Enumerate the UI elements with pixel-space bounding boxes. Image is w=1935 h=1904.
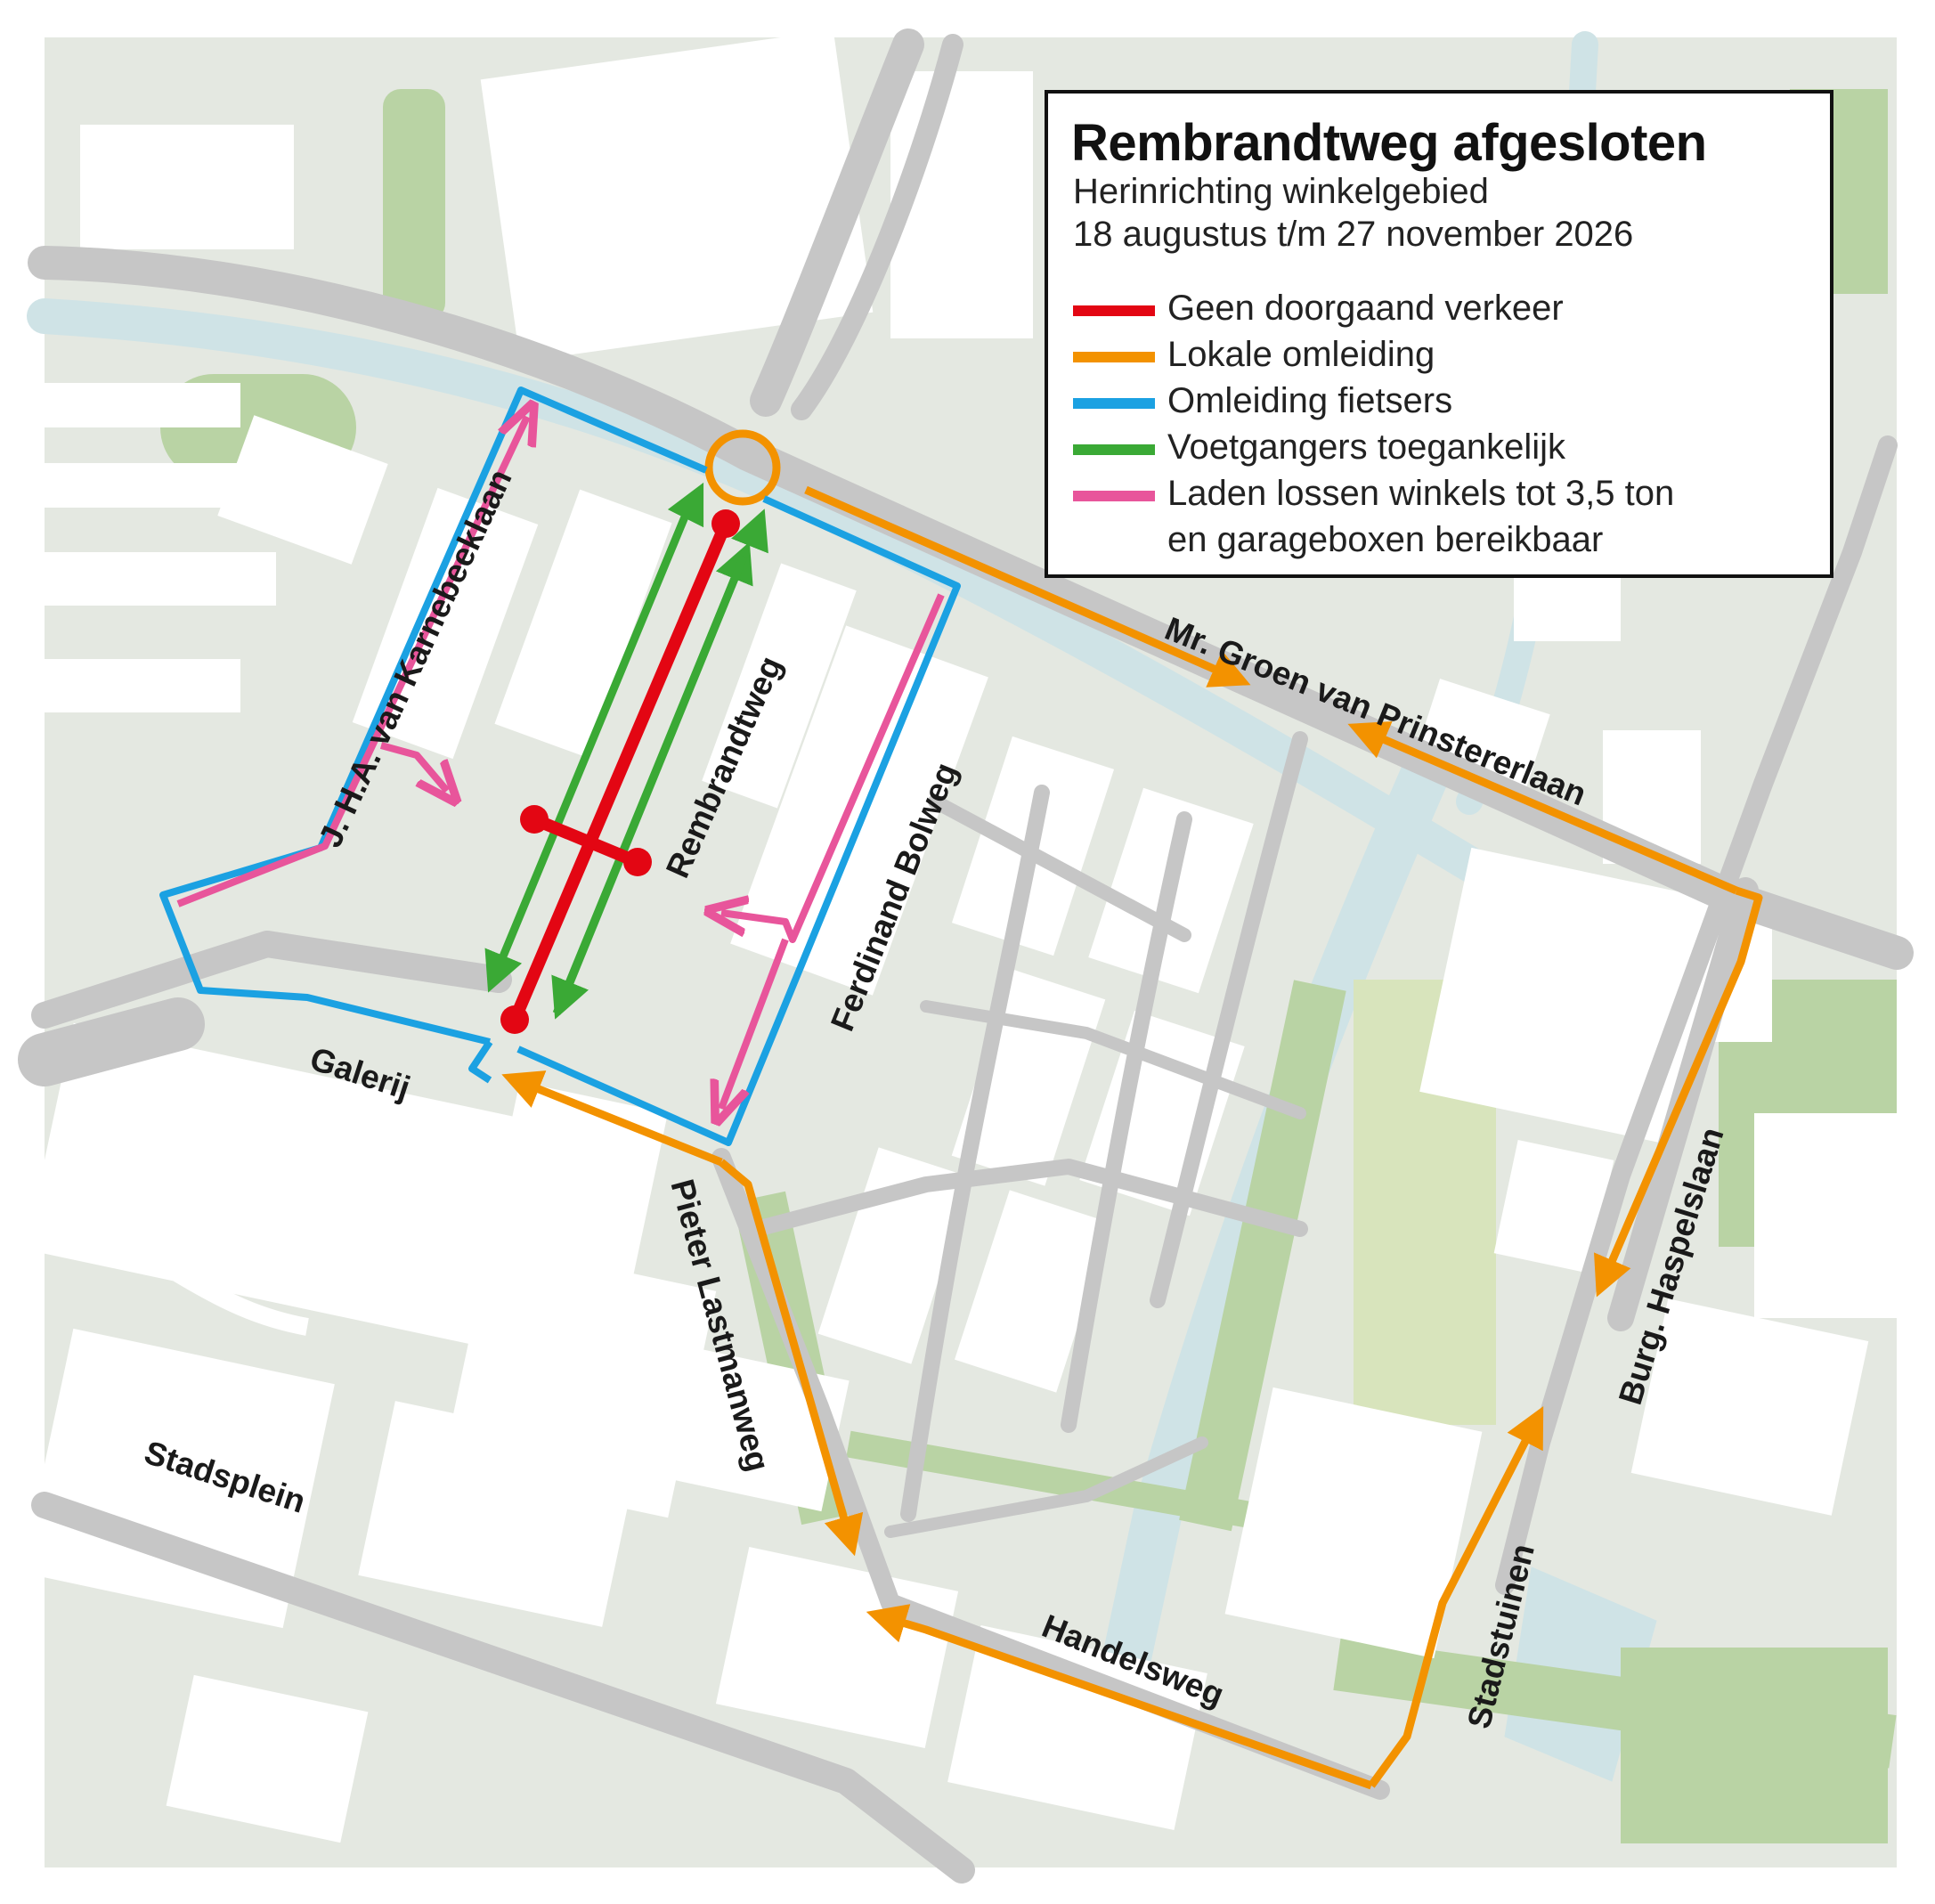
legend-item-pedestrians: Voetgangers toegankelijk (1073, 427, 1812, 469)
stadsplein-structures (156, 1167, 411, 1336)
legend-label: Voetgangers toegankelijk (1167, 427, 1565, 467)
legend-box: Rembrandtweg afgesloten Herinrichting wi… (1045, 90, 1833, 578)
legend-swatch-red (1073, 305, 1155, 316)
legend-swatch-orange (1073, 352, 1155, 362)
legend-label: Lokale omleiding (1167, 335, 1435, 374)
legend-label: Laden lossen winkels tot 3,5 ton (1167, 474, 1675, 513)
roads (18, 28, 1914, 1884)
legend-item-loading: Laden lossen winkels tot 3,5 ton (1073, 473, 1812, 516)
route-lokale-omleiding (501, 429, 1763, 1790)
legend-label: Geen doorgaand verkeer (1167, 289, 1564, 328)
legend-item-detour: Lokale omleiding (1073, 334, 1812, 377)
legend-subtitle-1: Herinrichting winkelgebied (1073, 172, 1489, 211)
legend-item-cyclists: Omleiding fietsers (1073, 380, 1812, 423)
legend-swatch-green (1073, 444, 1155, 455)
legend-swatch-blue (1073, 398, 1155, 409)
route-geen-doorgaand-verkeer (508, 517, 732, 1026)
legend-swatch-pink (1073, 491, 1155, 501)
legend-title: Rembrandtweg afgesloten (1071, 114, 1707, 172)
route-laden-lossen (176, 417, 945, 1109)
legend-label-continued: en garageboxen bereikbaar (1167, 520, 1604, 559)
legend-subtitle-2: 18 augustus t/m 27 november 2026 (1073, 215, 1634, 254)
closure-endpoints (500, 509, 740, 1034)
legend-label: Omleiding fietsers (1167, 381, 1453, 420)
route-voetgangers (484, 482, 768, 1020)
roundabout-icon (704, 429, 781, 506)
legend-item-loading-line2: en garageboxen bereikbaar (1073, 519, 1812, 562)
legend-item-closed: Geen doorgaand verkeer (1073, 288, 1812, 330)
closure-barrier-icon (528, 813, 644, 868)
route-omleiding-fietsers (159, 386, 961, 1146)
